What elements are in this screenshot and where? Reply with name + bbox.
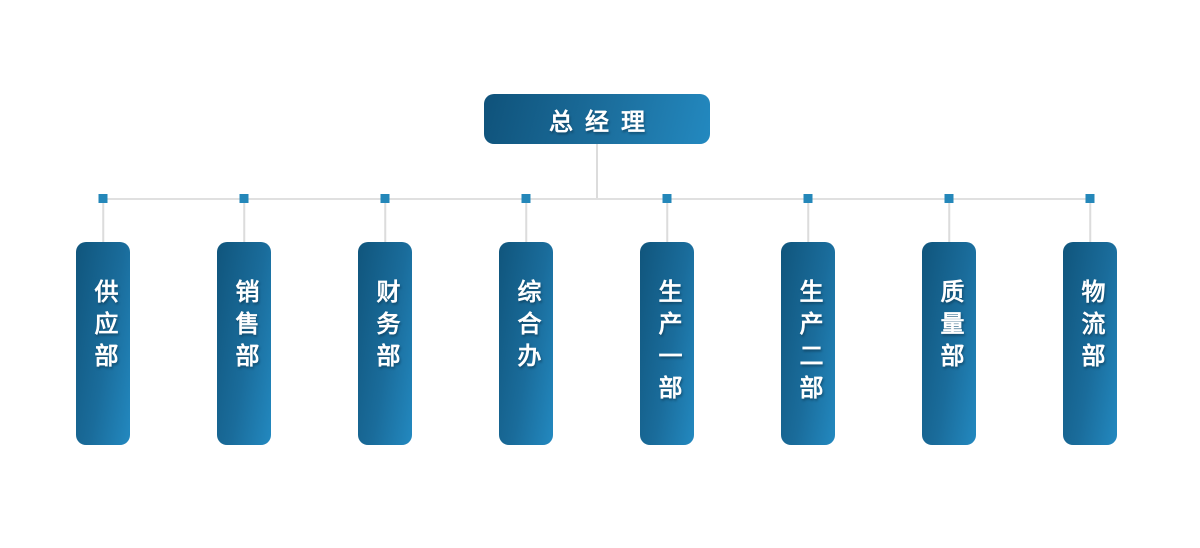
department-label: 生产二部 bbox=[795, 279, 822, 407]
department-label: 物流部 bbox=[1077, 279, 1104, 375]
department-node: 生产二部 bbox=[781, 242, 835, 445]
department-label: 质量部 bbox=[936, 279, 963, 375]
connector-node-square bbox=[803, 194, 813, 203]
department-node: 综合办 bbox=[499, 242, 553, 445]
connector-drop-line bbox=[243, 203, 245, 242]
connector-drop-line bbox=[666, 203, 668, 242]
connector-node-square bbox=[98, 194, 108, 203]
connector-node-square bbox=[521, 194, 531, 203]
department-label: 综合办 bbox=[513, 279, 540, 375]
department-node: 质量部 bbox=[922, 242, 976, 445]
connector-drop-line bbox=[102, 203, 104, 242]
department-label: 供应部 bbox=[90, 279, 117, 375]
connector-stem-line bbox=[596, 144, 598, 199]
department-node: 财务部 bbox=[358, 242, 412, 445]
root-node-label: 总经理 bbox=[549, 108, 657, 136]
root-node-general-manager: 总经理 bbox=[484, 94, 710, 144]
connector-node-square bbox=[380, 194, 390, 203]
connector-drop-line bbox=[1089, 203, 1091, 242]
department-label: 销售部 bbox=[231, 279, 258, 375]
connector-drop-line bbox=[384, 203, 386, 242]
department-node: 供应部 bbox=[76, 242, 130, 445]
connector-drop-line bbox=[525, 203, 527, 242]
department-label: 财务部 bbox=[372, 279, 399, 375]
department-node: 生产一部 bbox=[640, 242, 694, 445]
connector-node-square bbox=[944, 194, 954, 203]
connector-node-square bbox=[239, 194, 249, 203]
connector-node-square bbox=[1085, 194, 1095, 203]
connector-drop-line bbox=[807, 203, 809, 242]
connector-horizontal-rail bbox=[103, 198, 1090, 200]
connector-node-square bbox=[662, 194, 672, 203]
department-label: 生产一部 bbox=[654, 279, 681, 407]
department-node: 物流部 bbox=[1063, 242, 1117, 445]
connector-drop-line bbox=[948, 203, 950, 242]
department-node: 销售部 bbox=[217, 242, 271, 445]
